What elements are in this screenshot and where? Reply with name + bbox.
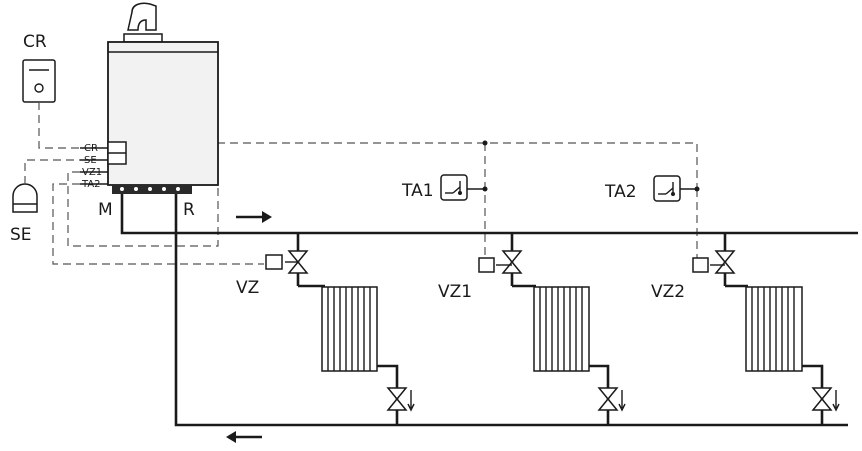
flow-label-m: M bbox=[98, 200, 113, 220]
terminal-cr: CR bbox=[84, 143, 98, 154]
vz-label: VZ bbox=[236, 278, 259, 298]
flow-direction-arrow bbox=[236, 211, 272, 223]
zone-valve-vz2 bbox=[692, 233, 736, 286]
return-direction-arrow bbox=[226, 431, 262, 443]
radiator-1 bbox=[298, 284, 415, 425]
boiler bbox=[107, 2, 219, 194]
vz2-label: VZ2 bbox=[651, 282, 685, 302]
vz1-label: VZ1 bbox=[438, 282, 472, 302]
ta1-label: TA1 bbox=[401, 181, 434, 201]
zone-valve-vz1 bbox=[478, 233, 523, 286]
room-control-cr bbox=[22, 59, 56, 103]
ta2-label: TA2 bbox=[604, 182, 637, 202]
terminal-vz1: VZ1 bbox=[82, 167, 102, 178]
return-pipe bbox=[174, 194, 848, 427]
flow-pipe bbox=[120, 194, 858, 235]
terminal-ta2: TA2 bbox=[81, 179, 101, 190]
terminal-se: SE bbox=[84, 155, 97, 166]
external-sensor-se bbox=[12, 183, 38, 213]
thermostat-ta2 bbox=[653, 175, 697, 202]
radiator-3 bbox=[725, 284, 840, 425]
zone-valve-vz bbox=[265, 233, 309, 286]
return-label-r: R bbox=[183, 200, 195, 220]
radiator-2 bbox=[512, 284, 626, 425]
cr-label: CR bbox=[23, 32, 47, 52]
se-label: SE bbox=[10, 225, 32, 245]
thermostat-ta1 bbox=[440, 174, 485, 201]
